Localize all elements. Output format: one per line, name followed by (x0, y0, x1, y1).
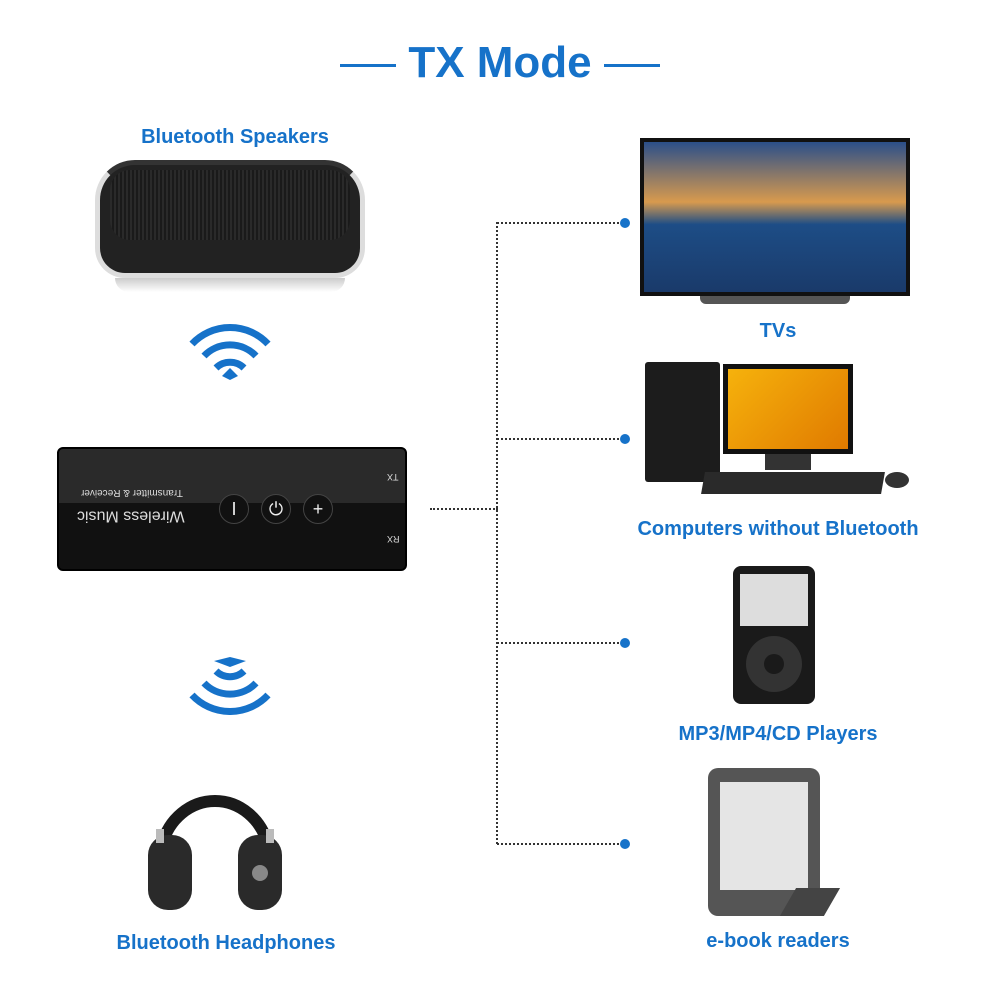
device-subtitle: Transmitter & Receiver (81, 487, 183, 498)
speakers-label: Bluetooth Speakers (141, 126, 329, 148)
connector-dot-tv (620, 218, 630, 228)
title-text: TX Mode (408, 38, 592, 87)
page-title: TX Mode (0, 38, 1000, 88)
volume-up-button[interactable]: + (303, 494, 333, 524)
rx-label: RX (387, 533, 400, 544)
ebook-reader-icon (708, 768, 841, 918)
device-name: Wireless Music (77, 507, 185, 525)
speaker-image (95, 160, 365, 292)
branch-line-computer (497, 438, 623, 440)
branch-line-ebook (497, 843, 623, 845)
branch-line-mp3 (497, 642, 623, 644)
tv-icon (640, 138, 910, 308)
headphones-label: Bluetooth Headphones (116, 932, 336, 954)
branch-line-tv (497, 222, 623, 224)
connector-dot-computer (620, 434, 630, 444)
title-rule-left (340, 63, 397, 67)
volume-down-button[interactable]: I (219, 494, 249, 524)
target-label-computer: Computers without Bluetooth (637, 518, 919, 540)
trunk-line (496, 222, 498, 844)
mp3-player-icon (733, 566, 815, 704)
computer-icon (645, 362, 910, 502)
tx-label: TX (387, 471, 399, 482)
connector-dot-mp3 (620, 638, 630, 648)
title-rule-right (603, 63, 660, 67)
transmitter-device: Transmitter & Receiver Wireless Music I … (57, 447, 407, 571)
wifi-signal-icon-bottom (189, 657, 271, 715)
wifi-signal-icon-top (189, 324, 271, 380)
target-label-ebook: e-book readers (706, 930, 850, 952)
device-connector-line (430, 508, 498, 510)
target-label-mp3: MP3/MP4/CD Players (678, 723, 878, 745)
target-label-tv: TVs (759, 320, 797, 342)
connector-dot-ebook (620, 839, 630, 849)
headphones-image (148, 795, 282, 910)
power-button[interactable]: ⏻ (261, 494, 291, 524)
